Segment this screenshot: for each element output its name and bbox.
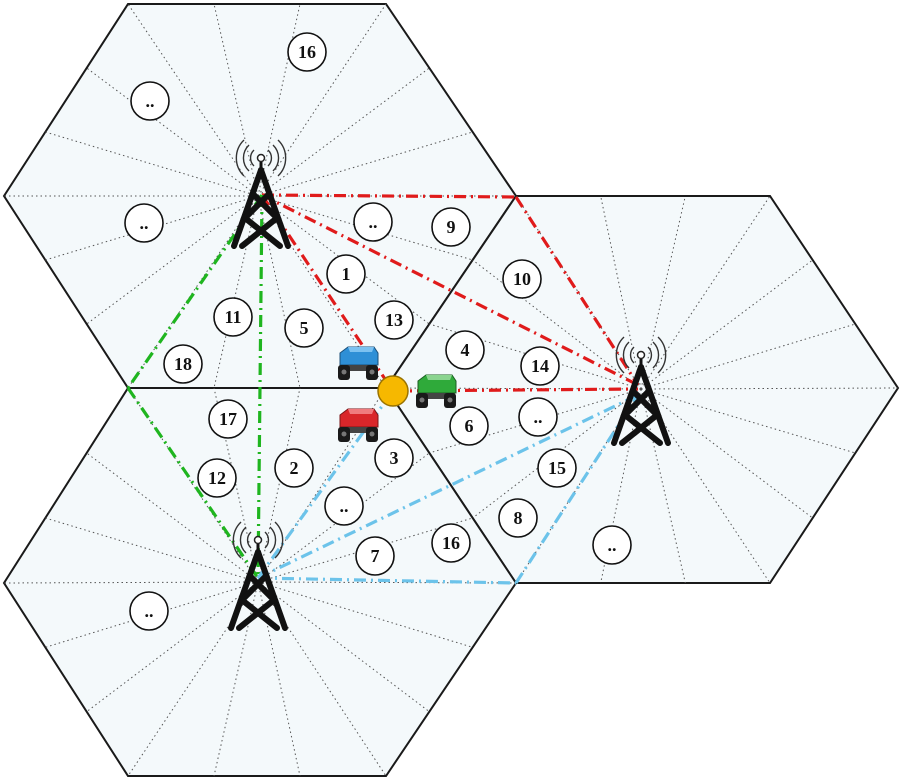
zone: 13 xyxy=(374,300,414,340)
zone-label: 8 xyxy=(514,508,523,528)
sector-divider xyxy=(213,387,259,583)
zone-label: 15 xyxy=(548,458,566,478)
sector-divider xyxy=(257,581,301,777)
sector-divider xyxy=(45,195,259,261)
robot-red-icon xyxy=(338,408,379,442)
sector-divider xyxy=(640,388,771,584)
zone: 6 xyxy=(449,406,489,446)
sector-divider xyxy=(257,517,473,583)
zone-label: 17 xyxy=(219,409,237,429)
zone: 9 xyxy=(431,207,471,247)
zone-label: .. xyxy=(369,212,378,232)
sector-divider xyxy=(640,323,856,390)
zone-label: .. xyxy=(608,535,617,555)
blue-link-bottom-to-vertex xyxy=(257,576,517,585)
zone-label: 16 xyxy=(442,533,460,553)
zone: 7 xyxy=(355,536,395,576)
zone: 12 xyxy=(197,458,237,498)
zone-label: 16 xyxy=(298,42,316,62)
zone: 16 xyxy=(431,523,471,563)
zone-label: .. xyxy=(534,407,543,427)
zone-label: .. xyxy=(146,91,155,111)
sector-divider xyxy=(472,388,642,519)
zone-label: 13 xyxy=(385,310,403,330)
sector-divider xyxy=(640,388,856,454)
sector-divider xyxy=(213,581,259,777)
sector-divider xyxy=(257,581,387,777)
cell-tower-icon xyxy=(228,521,288,631)
zone: .. xyxy=(130,81,170,121)
sector-divider xyxy=(213,195,259,389)
zone-label: .. xyxy=(340,496,349,516)
zone: .. xyxy=(124,203,164,243)
zone: 3 xyxy=(374,438,414,478)
sector-divider xyxy=(213,3,259,197)
robot-green-icon xyxy=(416,374,457,408)
sector-divider xyxy=(45,581,259,648)
sector-divider xyxy=(600,388,642,584)
sector-divider xyxy=(127,581,259,777)
zone: 4 xyxy=(445,330,485,370)
junction-point xyxy=(377,375,409,407)
zone: 2 xyxy=(274,448,314,488)
sector-divider xyxy=(257,3,301,197)
red-link-vertex-to-right xyxy=(514,196,640,386)
zone: .. xyxy=(129,591,169,631)
sector-divider xyxy=(257,195,473,261)
zone: .. xyxy=(592,525,632,565)
zone: 10 xyxy=(502,259,542,299)
zone-label: 5 xyxy=(300,318,309,338)
blue-link-bottom-to-right xyxy=(257,393,639,580)
robot-blue-icon xyxy=(338,346,379,380)
sector-divider xyxy=(257,387,301,583)
sector-divider xyxy=(257,581,473,648)
sector-divider xyxy=(45,517,259,583)
zone-label: 4 xyxy=(461,340,470,360)
zone-label: .. xyxy=(145,601,154,621)
zone-label: 10 xyxy=(513,269,531,289)
zone-label: 14 xyxy=(531,356,549,376)
zone-label: .. xyxy=(140,213,149,233)
zone-label: 18 xyxy=(174,354,192,374)
green-links xyxy=(126,194,264,579)
sector-divider xyxy=(429,388,642,454)
green-link-top-to-bottom xyxy=(256,194,264,579)
sector-divider xyxy=(472,259,642,390)
sector-divider xyxy=(640,195,686,390)
zone: 18 xyxy=(163,344,203,384)
sector-divider xyxy=(257,131,473,197)
red-link-top-to-vertex xyxy=(261,193,517,199)
sector-divider xyxy=(600,195,642,390)
zone-label: 3 xyxy=(390,448,399,468)
cell-tower-icon xyxy=(231,139,291,249)
zone: 11 xyxy=(213,297,253,337)
zone: 5 xyxy=(284,308,324,348)
cell-tower-icon xyxy=(611,336,671,446)
zone: 14 xyxy=(520,346,560,386)
zone-label: 12 xyxy=(208,468,226,488)
red-link-junction-to-right xyxy=(392,387,639,393)
red-link-top-to-right xyxy=(261,193,639,387)
zone: 17 xyxy=(208,399,248,439)
sector-divider xyxy=(45,131,259,197)
zone-label: 6 xyxy=(465,416,474,436)
zone-label: 1 xyxy=(342,264,351,284)
zone: 16 xyxy=(287,32,327,72)
zone: .. xyxy=(518,397,558,437)
zone: .. xyxy=(353,202,393,242)
sector-divider xyxy=(3,581,259,584)
zone-label: 9 xyxy=(447,217,456,237)
sector-divider xyxy=(127,387,259,583)
zone: 1 xyxy=(326,254,366,294)
zone: 8 xyxy=(498,498,538,538)
green-link-top-to-left-vertex xyxy=(126,194,264,389)
zone-label: 2 xyxy=(290,458,299,478)
zone-label: 7 xyxy=(371,546,380,566)
zone: .. xyxy=(324,486,364,526)
sector-divider xyxy=(640,388,686,584)
zone-label: 11 xyxy=(224,307,241,327)
zone: 15 xyxy=(537,448,577,488)
